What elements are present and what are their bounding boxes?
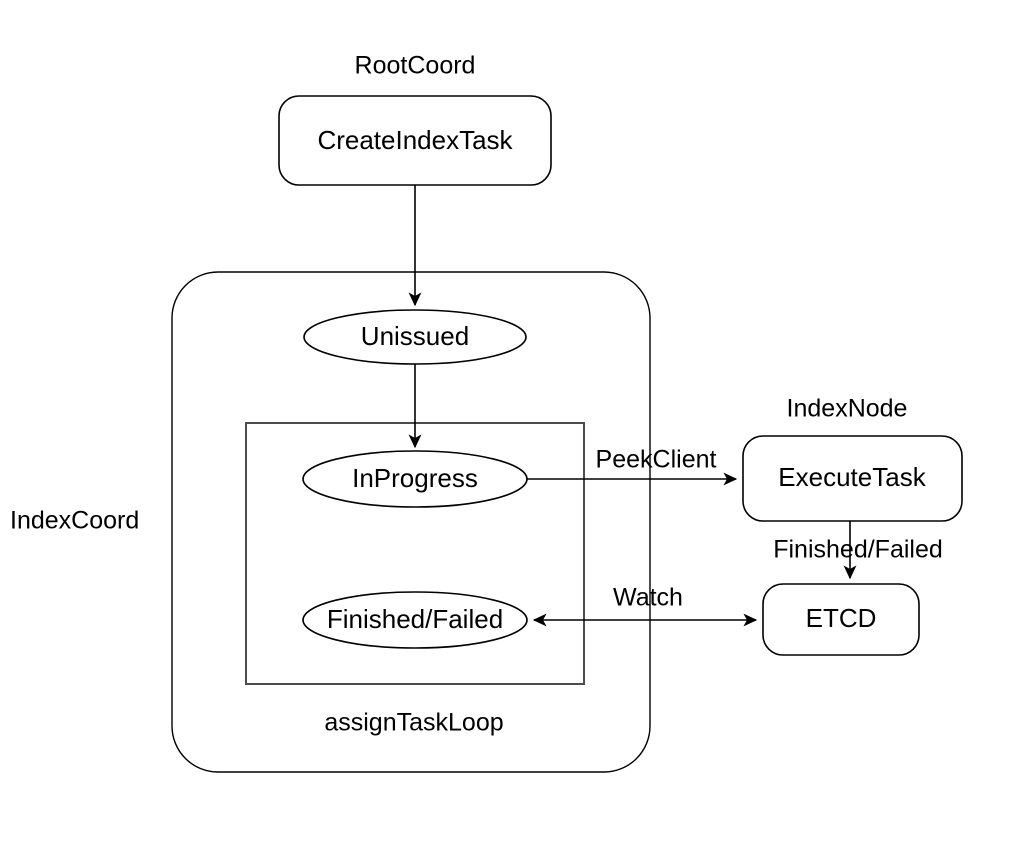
- node-etcd[interactable]: ETCD: [762, 583, 920, 656]
- node-label-finished-failed-state: Finished/Failed: [327, 604, 503, 634]
- group-label-indexnode: IndexNode: [787, 395, 908, 423]
- node-shape-finished-failed-state: [302, 591, 528, 649]
- node-shape-create-index-task: [278, 95, 552, 186]
- node-label-execute-task: ExecuteTask: [778, 462, 926, 492]
- node-shape-unissued: [303, 309, 527, 365]
- node-unissued[interactable]: Unissued: [303, 309, 527, 365]
- edge-label-finished-failed: Finished/Failed: [773, 536, 943, 564]
- node-create-index-task[interactable]: CreateIndexTask: [278, 95, 552, 186]
- group-label-assigntaskloop: assignTaskLoop: [324, 709, 503, 737]
- node-inprogress[interactable]: InProgress: [302, 450, 528, 508]
- node-shape-etcd: [762, 583, 920, 656]
- group-label-indexcoord: IndexCoord: [10, 507, 139, 535]
- node-shape-inprogress: [302, 450, 528, 508]
- group-label-rootcoord: RootCoord: [355, 52, 476, 80]
- node-shape-execute-task: [742, 435, 963, 522]
- node-finished-failed-state[interactable]: Finished/Failed: [302, 591, 528, 649]
- group-container-indexcoord: [171, 271, 651, 773]
- edge-label-peekclient: PeekClient: [596, 446, 717, 474]
- node-label-unissued: Unissued: [361, 321, 469, 351]
- node-label-inprogress: InProgress: [352, 463, 478, 493]
- node-label-create-index-task: CreateIndexTask: [317, 125, 513, 155]
- node-execute-task[interactable]: ExecuteTask: [742, 435, 963, 522]
- edge-label-watch: Watch: [613, 584, 683, 612]
- node-label-etcd: ETCD: [806, 603, 877, 633]
